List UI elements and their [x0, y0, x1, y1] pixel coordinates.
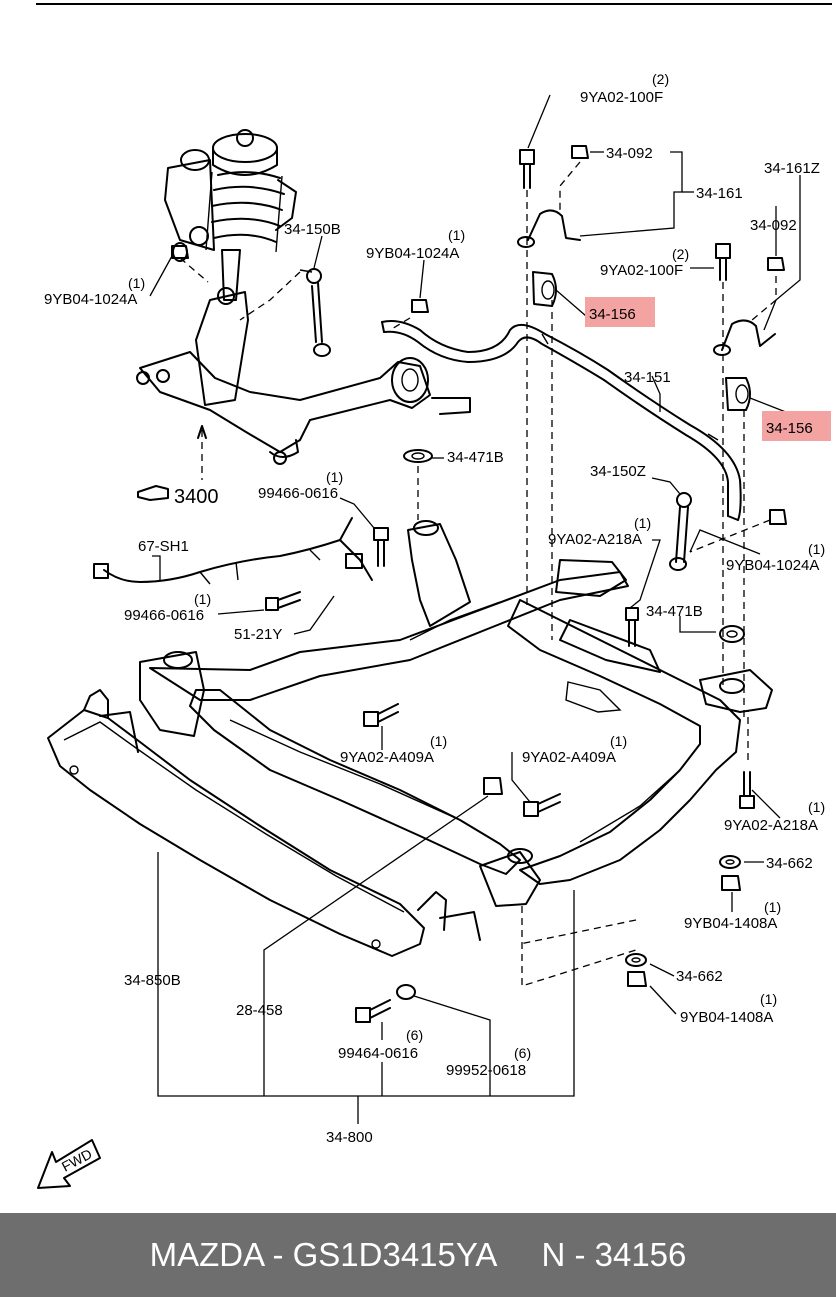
qty-99952-0618: (6)	[514, 1045, 531, 1061]
label-9ya02-100f-top: 9YA02-100F	[580, 89, 663, 106]
label-34-092-top: 34-092	[606, 145, 653, 162]
stabilizer-link-34-150b	[299, 268, 331, 357]
bolt-9ya02-a409a-mid	[523, 793, 561, 817]
highlight-34-156-upper	[585, 297, 655, 327]
label-34-471b-right: 34-471B	[646, 603, 703, 620]
qty-9ya02-a218a-mid: (1)	[634, 515, 651, 531]
mount-34-471b-right	[719, 625, 745, 643]
nut-9yb04-1408a-top	[721, 875, 741, 891]
qty-9yb04-1024a-mid: (1)	[448, 227, 465, 243]
clamp-34-161	[517, 209, 581, 248]
assembly-lines	[179, 161, 777, 987]
part-info-footer: MAZDA - GS1D3415YA N - 34156	[0, 1213, 836, 1297]
parts-diagram: FWD (2) 9YA02-100F 34-092 34-161 34-161Z…	[36, 3, 832, 1189]
label-9yb04-1024a-mid: 9YB04-1024A	[366, 245, 459, 262]
label-9yb04-1408a-bottom: 9YB04-1408A	[680, 1009, 773, 1026]
stabilizer-bar	[381, 320, 742, 521]
bolt-99466-0616-mid	[265, 591, 301, 611]
qty-99466-0616-mid: (1)	[194, 591, 211, 607]
strut-assembly	[164, 129, 297, 406]
label-3400: 3400	[174, 486, 219, 508]
label-34-161z: 34-161Z	[764, 160, 820, 177]
label-34-850b: 34-850B	[124, 972, 181, 989]
label-51-21y: 51-21Y	[234, 626, 282, 643]
nut-28-458	[483, 777, 503, 795]
label-34-150z: 34-150Z	[590, 463, 646, 480]
qty-99466-0616-top: (1)	[326, 469, 343, 485]
sensor-harness	[93, 517, 373, 585]
qty-9ya02-100f-top: (2)	[652, 71, 669, 87]
label-34-156-upper: 34-156	[589, 306, 636, 323]
qty-9yb04-1408a-bottom: (1)	[760, 991, 777, 1007]
stabilizer-link-34-150z	[669, 492, 692, 571]
bolt-99464-0616	[355, 999, 391, 1023]
nut-34-092-right	[767, 257, 785, 271]
mount-34-471b-top	[403, 449, 433, 463]
washer-34-662-bottom	[625, 953, 647, 967]
label-34-800: 34-800	[326, 1129, 373, 1146]
qty-9yb04-1408a-top: (1)	[764, 899, 781, 915]
label-99466-0616-top: 99466-0616	[258, 485, 338, 502]
label-34-156-lower: 34-156	[766, 420, 813, 437]
label-34-092-right: 34-092	[750, 217, 797, 234]
bolt-9ya02-a218a-mid	[625, 607, 639, 647]
nut-9yb04-1024a-right	[769, 509, 787, 525]
label-9ya02-a218a-right: 9YA02-A218A	[724, 817, 818, 834]
label-34-151: 34-151	[624, 369, 671, 386]
label-28-458: 28-458	[236, 1002, 283, 1019]
label-34-150b: 34-150B	[284, 221, 341, 238]
label-34-662-top: 34-662	[766, 855, 813, 872]
exploded-view-svg: FWD (2) 9YA02-100F 34-092 34-161 34-161Z…	[36, 3, 832, 1189]
qty-99464-0616: (6)	[406, 1027, 423, 1043]
label-99952-0618: 99952-0618	[446, 1062, 526, 1079]
bolt-9ya02-a218a-right	[739, 771, 755, 809]
part-labels: (2) 9YA02-100F 34-092 34-161 34-161Z 34-…	[44, 71, 825, 1146]
nut-34-092-top	[571, 145, 589, 159]
washer-99952-0618	[396, 984, 416, 1000]
bolt-9ya02-a409a-left	[363, 703, 399, 727]
qty-9yb04-1024a-left: (1)	[128, 275, 145, 291]
bushing-34-156-lower	[725, 377, 751, 411]
bolt-99466-0616-top	[373, 527, 389, 567]
label-9yb04-1024a-right: 9YB04-1024A	[726, 557, 819, 574]
qty-9ya02-a218a-right: (1)	[808, 799, 825, 815]
nut-9yb04-1024a-left	[171, 245, 189, 259]
label-9ya02-a409a-mid: 9YA02-A409A	[522, 749, 616, 766]
pointer-3400	[137, 485, 169, 501]
clamp-34-161z	[713, 319, 776, 356]
bolt-9ya02-100f-right	[715, 243, 731, 281]
label-67-sh1: 67-SH1	[138, 538, 189, 555]
label-34-161: 34-161	[696, 185, 743, 202]
qty-9ya02-a409a-left: (1)	[430, 733, 447, 749]
part-info-text: MAZDA - GS1D3415YA N - 34156	[149, 1236, 687, 1273]
bolt-9ya02-100f-top	[519, 149, 535, 189]
label-99466-0616-mid: 99466-0616	[124, 607, 204, 624]
label-9yb04-1408a-top: 9YB04-1408A	[684, 915, 777, 932]
fwd-arrow-icon: FWD	[37, 1139, 101, 1189]
qty-9ya02-a409a-mid: (1)	[610, 733, 627, 749]
crossmember	[139, 520, 773, 907]
highlight-34-156-lower	[762, 411, 831, 441]
label-9ya02-a218a-mid: 9YA02-A218A	[548, 531, 642, 548]
qty-9ya02-100f-right: (2)	[672, 246, 689, 262]
nut-9yb04-1024a-mid	[411, 299, 429, 313]
washer-34-662-top	[719, 855, 741, 869]
front-beam	[47, 689, 481, 957]
nut-9yb04-1408a-bottom	[627, 971, 647, 987]
label-9yb04-1024a-left: 9YB04-1024A	[44, 291, 137, 308]
qty-9yb04-1024a-right: (1)	[808, 541, 825, 557]
label-34-471b-top: 34-471B	[447, 449, 504, 466]
lower-control-arm	[136, 242, 471, 465]
label-9ya02-100f-right: 9YA02-100F	[600, 262, 683, 279]
label-34-662-bottom: 34-662	[676, 968, 723, 985]
label-9ya02-a409a-left: 9YA02-A409A	[340, 749, 434, 766]
label-99464-0616: 99464-0616	[338, 1045, 418, 1062]
